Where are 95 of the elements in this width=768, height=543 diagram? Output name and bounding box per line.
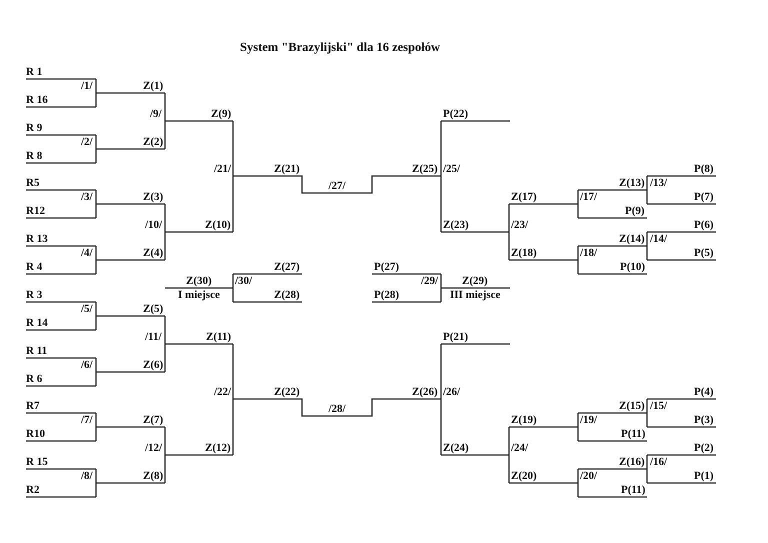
result-label: Z(20) bbox=[511, 470, 537, 482]
team-label: R 16 bbox=[26, 94, 48, 106]
team-label: R2 bbox=[26, 484, 40, 496]
team-label: R 9 bbox=[26, 122, 42, 134]
team-label: R 3 bbox=[26, 289, 42, 301]
team-label: R12 bbox=[26, 205, 45, 217]
match-number: /11/ bbox=[145, 331, 162, 343]
result-label: P(10) bbox=[620, 261, 646, 273]
result-label: P(22) bbox=[443, 108, 468, 120]
result-label: Z(28) bbox=[274, 289, 300, 301]
result-label: Z(9) bbox=[211, 108, 232, 120]
match-number: /26/ bbox=[443, 386, 460, 398]
match-number: /14/ bbox=[650, 233, 668, 245]
result-label: Z(3) bbox=[143, 191, 164, 203]
match-number: /1/ bbox=[81, 80, 93, 92]
match-number: /10/ bbox=[145, 219, 162, 231]
result-label: Z(23) bbox=[443, 219, 469, 231]
result-label: P(9) bbox=[625, 205, 645, 217]
match-number: /18/ bbox=[580, 247, 598, 259]
result-label: P(4) bbox=[694, 386, 714, 398]
match-number: /12/ bbox=[145, 442, 162, 454]
team-label: R 1 bbox=[26, 66, 42, 78]
result-label: Z(26) bbox=[412, 386, 438, 398]
match-number: /7/ bbox=[81, 414, 93, 426]
result-label: Z(19) bbox=[511, 414, 537, 426]
result-label: P(3) bbox=[694, 414, 714, 426]
result-label: Z(8) bbox=[143, 470, 164, 482]
result-label: Z(5) bbox=[143, 303, 164, 315]
team-label: R 6 bbox=[26, 373, 42, 385]
match-number: /27/ bbox=[328, 180, 346, 192]
result-label: Z(27) bbox=[274, 261, 300, 273]
result-label: Z(21) bbox=[274, 163, 300, 175]
result-label: Z(15) bbox=[619, 400, 645, 412]
result-label: Z(2) bbox=[143, 136, 164, 148]
match-number: /24/ bbox=[511, 442, 528, 454]
match-number: /23/ bbox=[511, 219, 528, 231]
result-label: Z(12) bbox=[205, 442, 231, 454]
match-number: /8/ bbox=[81, 470, 93, 482]
team-label: R7 bbox=[26, 400, 40, 412]
result-label: Z(30) bbox=[186, 275, 212, 287]
match-number: /17/ bbox=[580, 191, 598, 203]
result-label: P(27) bbox=[374, 261, 400, 273]
team-label: R 4 bbox=[26, 261, 42, 273]
match-number: /20/ bbox=[580, 470, 598, 482]
result-label: Z(24) bbox=[443, 442, 469, 454]
match-number: /29/ bbox=[421, 275, 438, 287]
match-number: /2/ bbox=[81, 136, 93, 148]
match-number: /9/ bbox=[150, 108, 162, 120]
match-number: /21/ bbox=[214, 163, 232, 175]
result-label: P(2) bbox=[694, 442, 714, 454]
diagram-title: System "Brazylijski" dla 16 zespołów bbox=[240, 40, 440, 54]
result-label: P(11) bbox=[621, 484, 646, 496]
result-label: Z(13) bbox=[619, 177, 645, 189]
place-label: I miejsce bbox=[178, 289, 220, 301]
team-label: R 14 bbox=[26, 317, 48, 329]
match-number: /15/ bbox=[650, 400, 668, 412]
match-number: /3/ bbox=[81, 191, 93, 203]
match-number: /25/ bbox=[443, 163, 460, 175]
match-number: /4/ bbox=[81, 247, 93, 259]
match-number: /13/ bbox=[650, 177, 668, 189]
match-number: /16/ bbox=[650, 456, 668, 468]
result-label: Z(16) bbox=[619, 456, 645, 468]
result-label: P(5) bbox=[694, 247, 714, 259]
match-number: /5/ bbox=[81, 303, 93, 315]
result-label: Z(7) bbox=[143, 414, 164, 426]
result-label: Z(11) bbox=[206, 331, 232, 343]
result-label: Z(6) bbox=[143, 359, 164, 371]
result-label: Z(4) bbox=[143, 247, 164, 259]
team-label: R 11 bbox=[26, 345, 48, 357]
result-label: Z(10) bbox=[205, 219, 231, 231]
place-label: III miejsce bbox=[450, 289, 500, 301]
result-label: P(6) bbox=[694, 219, 714, 231]
result-label: P(1) bbox=[694, 470, 714, 482]
result-label: Z(14) bbox=[619, 233, 645, 245]
match-number: /30/ bbox=[235, 275, 252, 287]
team-label: R 15 bbox=[26, 456, 48, 468]
team-label: R 13 bbox=[26, 233, 48, 245]
result-label: P(11) bbox=[621, 428, 646, 440]
result-label: P(28) bbox=[374, 289, 400, 301]
team-label: R10 bbox=[26, 428, 45, 440]
team-label: R5 bbox=[26, 177, 40, 189]
result-label: P(7) bbox=[694, 191, 714, 203]
result-label: Z(25) bbox=[412, 163, 438, 175]
result-label: P(21) bbox=[443, 331, 468, 343]
match-number: /6/ bbox=[81, 359, 93, 371]
result-label: Z(1) bbox=[143, 80, 164, 92]
result-label: P(8) bbox=[694, 163, 714, 175]
result-label: Z(29) bbox=[462, 275, 488, 287]
team-label: R 8 bbox=[26, 150, 42, 162]
result-label: Z(17) bbox=[511, 191, 537, 203]
result-label: Z(22) bbox=[274, 386, 300, 398]
result-label: Z(18) bbox=[511, 247, 537, 259]
match-number: /28/ bbox=[328, 403, 346, 415]
match-number: /19/ bbox=[580, 414, 598, 426]
match-number: /22/ bbox=[214, 386, 232, 398]
